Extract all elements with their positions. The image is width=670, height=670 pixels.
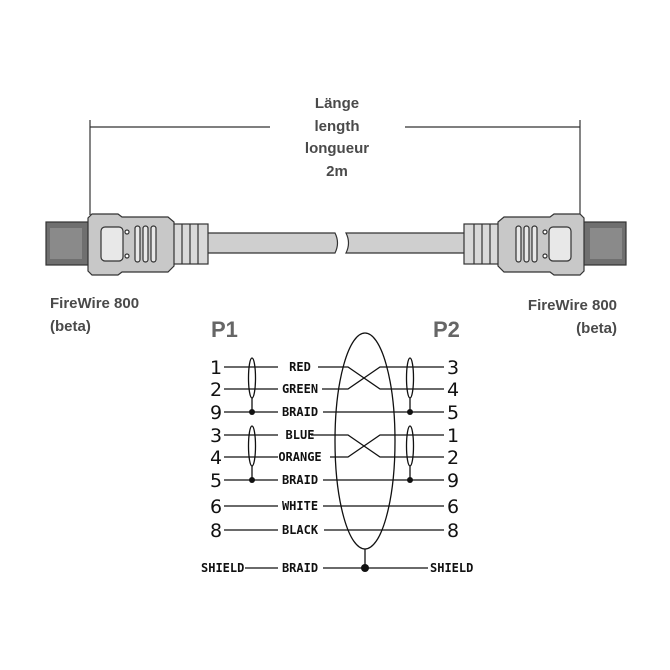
wire-label: BLUE [286,428,315,442]
wire-label: BRAID [282,473,318,487]
length-label-de: Länge [315,95,359,112]
p2-shield: SHIELD [430,561,473,575]
p2-pin: 5 [447,402,459,424]
p1-pin: 6 [210,496,222,518]
p2-title: P2 [433,317,460,342]
wire-label: GREEN [282,382,318,396]
crossover-wire [311,434,408,458]
wire-label: ORANGE [278,450,321,464]
p2-pin: 9 [447,470,459,492]
pair-shield [247,357,257,399]
wire-label: BLACK [282,523,319,537]
length-dimension [89,120,581,215]
p1-title: P1 [211,317,238,342]
p1-pin: 1 [210,357,222,379]
connector-left-icon [45,213,339,276]
p1-pin: 8 [210,520,222,542]
length-label-en: length [315,118,360,135]
connector-right-name: FireWire 800 [528,297,617,314]
connector-right-sub: (beta) [576,320,617,337]
wire-label: WHITE [282,499,318,513]
connector-left-sub: (beta) [50,318,91,335]
crossover-wire [330,434,408,458]
junction-dot [249,477,255,483]
junction-dot [249,409,255,415]
shield-wire-label: BRAID [282,561,318,575]
p2-pin: 3 [447,357,459,379]
pair-shield [405,425,415,467]
wire-label: RED [289,360,311,374]
length-label-fr: longueur [305,140,369,157]
pair-shield [247,425,257,467]
p1-pin: 3 [210,425,222,447]
junction-dot [407,477,413,483]
pair-shield [405,357,415,399]
junction-dot [407,409,413,415]
connector-right-icon [345,213,627,276]
wire-label: BRAID [282,405,318,419]
connector-left-name: FireWire 800 [50,295,139,312]
length-value: 2m [326,163,348,180]
p2-pin: 1 [447,425,459,447]
shield-ellipse [334,332,396,550]
p1-pin: 2 [210,379,222,401]
p1-pin: 5 [210,470,222,492]
crossover-wire [322,366,408,390]
p2-pin: 4 [447,379,459,401]
p1-shield: SHIELD [201,561,244,575]
p2-pin: 8 [447,520,459,542]
junction-dot [361,564,369,572]
p1-pin: 9 [210,402,222,424]
p2-pin: 6 [447,496,459,518]
p1-pin: 4 [210,447,222,469]
p2-pin: 2 [447,447,459,469]
